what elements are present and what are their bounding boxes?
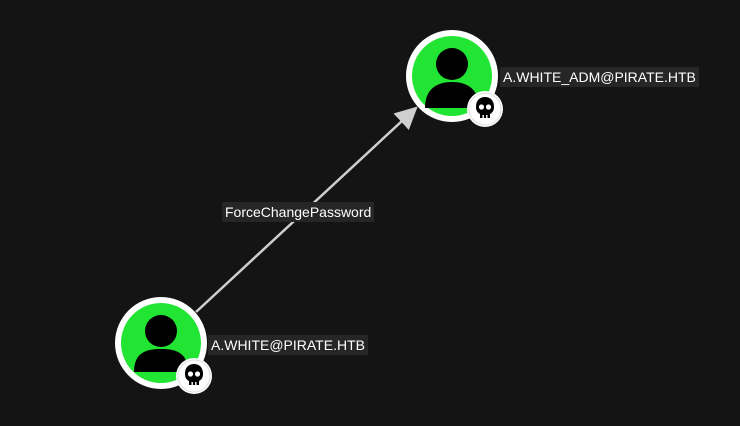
user-icon bbox=[134, 315, 188, 372]
node-label-a-white[interactable]: A.WHITE@PIRATE.HTB bbox=[208, 335, 368, 355]
skull-icon bbox=[176, 358, 212, 394]
skull-icon bbox=[467, 91, 503, 127]
user-icon bbox=[425, 48, 479, 108]
node-label-a-white-adm[interactable]: A.WHITE_ADM@PIRATE.HTB bbox=[500, 67, 699, 87]
edge-label-forcechangepassword[interactable]: ForceChangePassword bbox=[222, 202, 375, 222]
node-a-white[interactable] bbox=[115, 297, 212, 394]
node-a-white-adm[interactable] bbox=[406, 30, 503, 127]
